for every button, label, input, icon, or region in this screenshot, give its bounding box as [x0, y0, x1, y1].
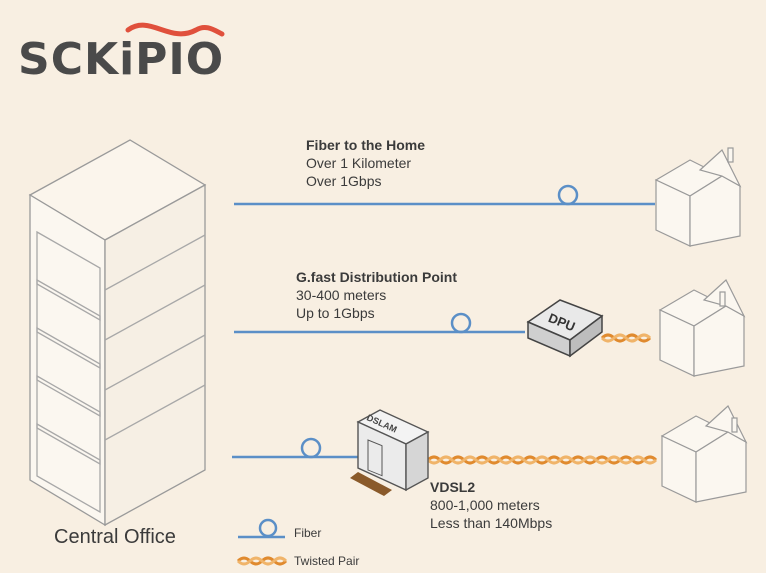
legend-twisted-pair-symbol — [236, 556, 288, 566]
logo-text: SCKiPIO — [18, 34, 225, 85]
dslam-cabinet: DSLAM — [350, 409, 430, 496]
legend-fiber-label: Fiber — [294, 526, 322, 540]
central-office-label: Central Office — [54, 526, 176, 548]
gfast-label: G.fast Distribution Point 30-400 meters … — [296, 268, 457, 322]
gfast-speed: Up to 1Gbps — [296, 305, 375, 321]
legend-fiber-symbol — [238, 518, 285, 539]
vdsl2-title: VDSL2 — [430, 479, 476, 495]
vdsl2-speed: Less than 140Mbps — [430, 515, 553, 531]
dpu-device: DPU — [526, 299, 604, 358]
ftth-label: Fiber to the Home Over 1 Kilometer Over … — [306, 136, 425, 190]
house-fiber — [654, 147, 742, 247]
logo-swoosh — [125, 22, 225, 37]
ftth-distance: Over 1 Kilometer — [306, 155, 412, 171]
ftth-title: Fiber to the Home — [306, 137, 426, 153]
gfast-distance: 30-400 meters — [296, 287, 387, 303]
legend-twisted-pair-label: Twisted Pair — [294, 554, 360, 568]
fiber-lines — [232, 184, 655, 459]
gfast-title: G.fast Distribution Point — [296, 269, 457, 285]
house-vdsl2 — [660, 405, 748, 503]
ftth-speed: Over 1Gbps — [306, 173, 382, 189]
twisted-pair-cables — [426, 333, 658, 465]
vdsl2-distance: 800-1,000 meters — [430, 497, 540, 513]
vdsl2-label: VDSL2 800-1,000 meters Less than 140Mbps — [430, 478, 552, 532]
house-gfast — [658, 279, 746, 377]
central-office-building — [28, 139, 207, 527]
